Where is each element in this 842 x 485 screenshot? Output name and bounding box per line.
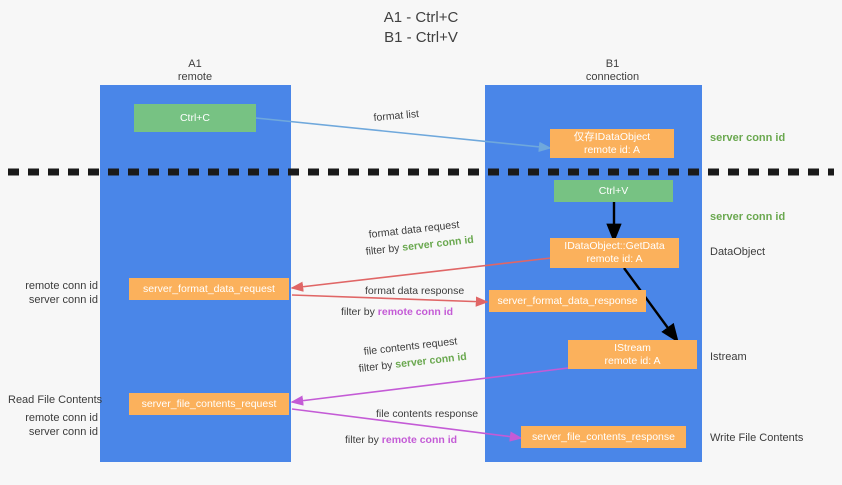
box-idataobject-getdata[interactable]: IDataObject::GetData remote id: A (550, 238, 679, 268)
box-ctrl-c[interactable]: Ctrl+C (134, 104, 256, 132)
box-idataobject[interactable]: 仅存IDataObject remote id: A (550, 129, 674, 158)
box-istream[interactable]: IStream remote id: A (568, 340, 697, 369)
note-write-file-contents: Write File Contents (710, 432, 804, 444)
filter-prefix: filter by (345, 434, 382, 446)
lane-header-b1: B1 connection (585, 58, 640, 83)
filter-value-remote-conn-id: remote conn id (381, 434, 458, 446)
box-server-file-contents-response[interactable]: server_file_contents_response (521, 426, 686, 448)
edge-label-format-list: format list (373, 108, 420, 124)
note-server-conn-id-mid: server conn id (710, 211, 786, 223)
filter-prefix: filter by (365, 241, 404, 258)
filter-prefix: filter by (341, 306, 378, 318)
box-server-file-contents-request[interactable]: server_file_contents_request (129, 393, 289, 415)
note-server-conn-id-top: server conn id (710, 132, 786, 144)
note-istream: Istream (710, 351, 747, 363)
edge-label-file-contents-response-filter: filter by remote conn id (345, 433, 457, 448)
note-read-file-contents: Read File Contents (8, 394, 103, 406)
lane-header-a1: A1 remote (177, 58, 213, 83)
edge-label-format-data-response-filter: filter by remote conn id (341, 305, 453, 320)
box-ctrl-v[interactable]: Ctrl+V (554, 180, 673, 202)
page-title: A1 - Ctrl+C B1 - Ctrl+V (383, 9, 459, 46)
note-server-conn-id-bottom: server conn id (28, 426, 98, 438)
note-dataobject: DataObject (710, 246, 766, 258)
edge-label-format-data-response: format data response (365, 285, 465, 297)
note-server-conn-id-left-mid: server conn id (28, 294, 98, 306)
filter-prefix: filter by (358, 358, 397, 375)
filter-value-remote-conn-id: remote conn id (377, 306, 454, 318)
note-remote-conn-id-mid: remote conn id (25, 280, 98, 292)
note-remote-conn-id-bottom: remote conn id (25, 412, 98, 424)
box-server-format-data-response[interactable]: server_format_data_response (489, 290, 646, 312)
edge-label-file-contents-response: file contents response (376, 408, 479, 420)
box-server-format-data-request[interactable]: server_format_data_request (129, 278, 289, 300)
